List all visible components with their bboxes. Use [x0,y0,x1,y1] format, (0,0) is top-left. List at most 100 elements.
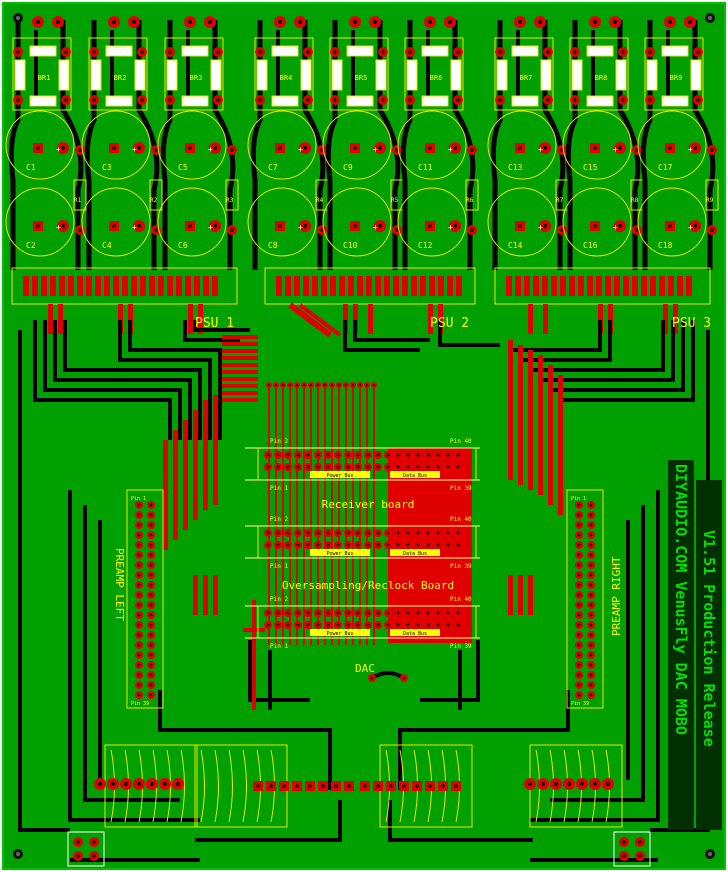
cap-label: C10 [343,241,358,250]
resistor-label: R2 [150,197,158,204]
cap-label: C16 [583,241,598,250]
svg-text:Power Bus: Power Bus [326,551,353,557]
resistor-label: R7 [556,197,564,204]
svg-text:+: + [298,145,303,154]
trace-stub [543,304,548,334]
svg-text:Power Bus: Power Bus [326,473,353,479]
bridge-label: BR7 [520,74,533,82]
trace-stub [343,304,348,334]
svg-text:Pin 1: Pin 1 [571,496,586,502]
svg-text:Pin 2: Pin 2 [270,438,288,445]
resistor-label: R1 [74,197,82,204]
cap-label: C18 [658,241,673,250]
svg-text:+: + [688,223,693,232]
svg-text:Data Bus: Data Bus [403,473,427,479]
trace-stub [128,304,133,334]
svg-text:Pin 1: Pin 1 [131,496,146,502]
svg-text:+: + [56,145,61,154]
bridge-label: BR4 [280,74,293,82]
svg-text:+: + [132,223,137,232]
svg-text:Pin 1: Pin 1 [270,485,288,492]
psu3-label: PSU 3 [672,316,711,331]
cap-label: C9 [343,163,353,172]
svg-text:Pin 40: Pin 40 [450,516,472,523]
bridge-label: BR1 [38,74,51,82]
psu-area: BR1C1C2++R1BR2C3C4++R2BR3C5C6++R3BR4C7C8… [5,16,719,338]
svg-text:Pin 2: Pin 2 [270,516,288,523]
svg-text:Pin 40: Pin 40 [450,596,472,603]
svg-text:+: + [688,145,693,154]
capacitor-outline [247,187,317,257]
cap-label: C7 [268,163,278,172]
trace-stub [528,304,533,334]
preamp-left-label: PREAMP LEFT [113,548,126,621]
psu2-label: PSU 2 [430,316,469,331]
svg-text:+: + [208,145,213,154]
svg-text:+: + [538,223,543,232]
bus-traces [163,335,563,710]
capacitor-outline [247,110,317,180]
psu-regulator-strip [494,267,711,305]
psu1-label: PSU 1 [195,316,234,331]
bridge-label: BR8 [595,74,608,82]
svg-text:Power Bus: Power Bus [326,631,353,637]
trace-stub [673,304,678,334]
trace-stub [118,304,123,334]
capacitor-outline [157,110,227,180]
svg-text:+: + [373,145,378,154]
resistor-label: R5 [391,197,399,204]
svg-text:+: + [448,223,453,232]
bridge-label: BR9 [670,74,683,82]
trace-stub [438,304,443,334]
board-title: DIYAUDIO.COM VenusFly DAC MOBO [672,464,690,735]
svg-text:+: + [56,223,61,232]
capacitor-outline [5,187,75,257]
resistor-label: R6 [466,197,474,204]
cap-label: C8 [268,241,278,250]
trace-stub [368,304,373,334]
cap-label: C6 [178,241,188,250]
bridge-label: BR2 [114,74,127,82]
capacitor-outline [322,110,392,180]
receiver-board-label: Receiver board [322,498,415,511]
capacitor-outline [562,110,632,180]
trace-stub [663,304,668,334]
svg-text:+: + [373,223,378,232]
oversampling-board-label: Oversampling/Reclock Board [282,579,454,592]
cap-label: C3 [102,163,112,172]
capacitor-outline [487,110,557,180]
trace-stub [428,304,433,334]
capacitor-outline [5,110,75,180]
trace-stub [198,304,203,334]
cap-label: C17 [658,163,673,172]
cap-label: C11 [418,163,433,172]
trace-stub [353,304,358,334]
capacitor-outline [81,187,151,257]
resistor-label: R4 [316,197,324,204]
capacitor-outline [157,187,227,257]
svg-text:+: + [613,223,618,232]
trace-stub [188,304,193,334]
preamp-right-label: PREAMP RIGHT [610,556,623,636]
power-inlet [67,831,105,867]
trace-stub [48,304,53,334]
psu-regulator-strip [11,267,238,305]
capacitor-outline [637,187,707,257]
bridge-label: BR5 [355,74,368,82]
capacitor-outline [322,187,392,257]
title-bg-2 [696,480,722,830]
resistor-label: R8 [631,197,639,204]
trace-stub [58,304,63,334]
svg-text:Pin 2: Pin 2 [270,596,288,603]
